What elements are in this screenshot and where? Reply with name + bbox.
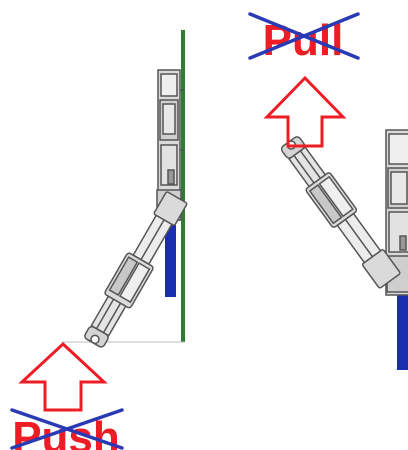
pull-warning: Pull (248, 12, 360, 65)
left-assembly (62, 30, 188, 348)
left-board (181, 30, 185, 342)
right-plug (280, 136, 401, 289)
right-assembly (280, 129, 408, 370)
right-blue-cable (397, 285, 408, 370)
push-cross-icon (10, 408, 124, 450)
up-arrow-icon (18, 341, 108, 412)
left-plug (84, 191, 188, 348)
up-arrow-icon (263, 75, 347, 148)
right-receptacle (385, 129, 408, 296)
push-label: Push (12, 413, 120, 450)
pull-cross-icon (248, 12, 360, 60)
push-warning: Push (10, 408, 124, 450)
left-receptacle (156, 69, 184, 221)
left-blue-cable (165, 225, 176, 297)
